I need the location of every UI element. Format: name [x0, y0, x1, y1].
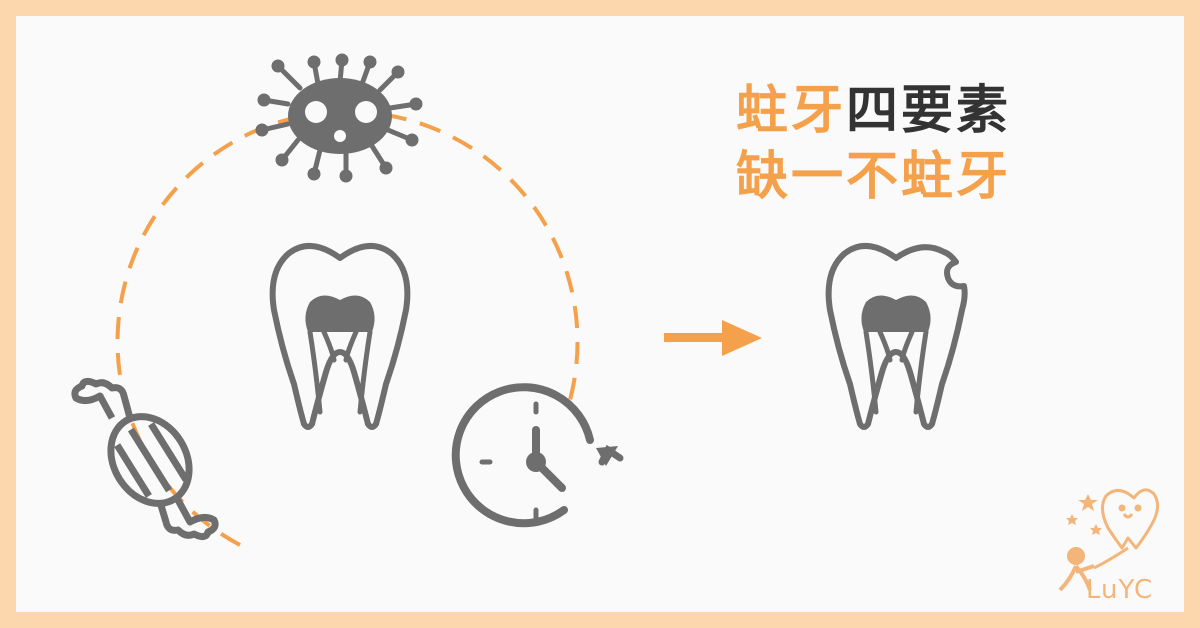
candy-icon	[71, 377, 219, 541]
headline-line-1: 蛀牙四要素	[736, 78, 1011, 144]
headline-keyword: 蛀牙	[736, 81, 847, 141]
headline: 蛀牙四要素 缺一不蛀牙	[736, 78, 1011, 210]
poster-frame	[16, 16, 1184, 612]
arrow-right-icon	[664, 320, 762, 356]
headline-line-2: 缺一不蛀牙	[736, 147, 1012, 207]
bacteria-icon	[255, 53, 423, 183]
headline-rest: 四要素	[846, 81, 1012, 141]
mascot-logo	[1058, 488, 1159, 592]
logo-text: LuYC	[1086, 575, 1154, 605]
decayed-tooth-icon	[825, 243, 968, 430]
cycle-dashed-circle	[115, 109, 580, 547]
clock-icon	[451, 383, 624, 528]
tooth-icon	[269, 243, 411, 430]
